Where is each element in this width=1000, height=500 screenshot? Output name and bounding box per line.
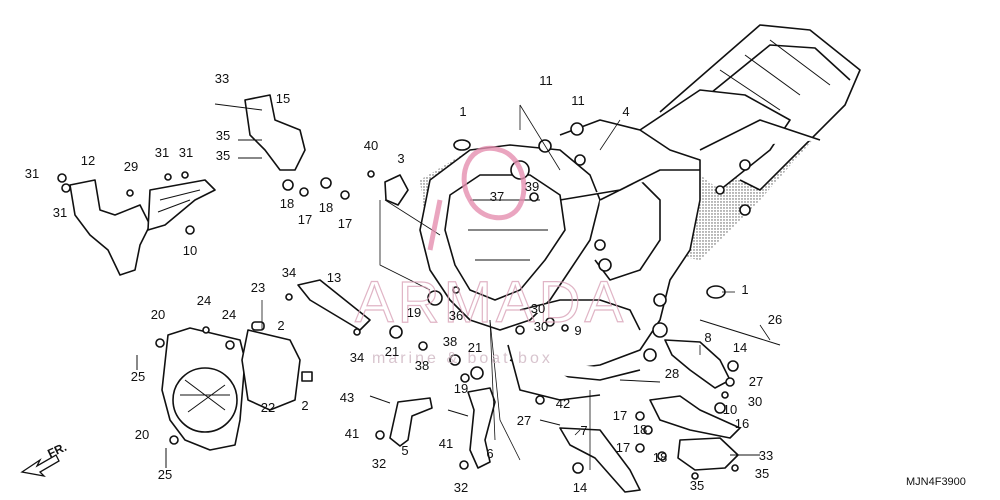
callout-17: 17: [338, 216, 352, 231]
callout-33: 33: [759, 448, 773, 463]
callout-16: 16: [735, 416, 749, 431]
callout-31: 31: [179, 145, 193, 160]
callout-28: 28: [665, 366, 679, 381]
callout-35: 35: [216, 128, 230, 143]
callout-19: 19: [407, 305, 421, 320]
callout-17: 17: [298, 212, 312, 227]
callout-3: 3: [397, 151, 404, 166]
callout-43: 43: [340, 390, 354, 405]
lower-brackets: [515, 122, 781, 493]
callout-13: 13: [327, 270, 341, 285]
callout-30: 30: [534, 319, 548, 334]
callout-1: 1: [741, 282, 748, 297]
callout-14: 14: [573, 480, 587, 495]
callout-2: 2: [301, 398, 308, 413]
callout-2: 2: [277, 318, 284, 333]
callout-27: 27: [517, 413, 531, 428]
leader-lines: [261, 104, 771, 470]
callout-17: 17: [613, 408, 627, 423]
callout-35: 35: [690, 478, 704, 493]
bracket-15: [214, 94, 350, 200]
watermark: ARMADA marine & boat box: [354, 145, 627, 367]
callout-12: 12: [81, 153, 95, 168]
watermark-brand: ARMADA: [355, 270, 627, 335]
callout-24: 24: [222, 307, 236, 322]
callout-31: 31: [53, 205, 67, 220]
front-direction-indicator: FR.: [20, 440, 69, 478]
callout-21: 21: [468, 340, 482, 355]
callout-32: 32: [454, 480, 468, 495]
callout-34: 34: [282, 265, 296, 280]
callout-24: 24: [197, 293, 211, 308]
callout-30: 30: [748, 394, 762, 409]
callout-21: 21: [385, 344, 399, 359]
callout-1: 1: [459, 104, 466, 119]
callout-20: 20: [151, 307, 165, 322]
callout-33: 33: [215, 71, 229, 86]
callout-29: 29: [124, 159, 138, 174]
side-cover-23: [136, 321, 313, 468]
callout-18: 18: [280, 196, 294, 211]
callout-14: 14: [733, 340, 747, 355]
callout-38: 38: [443, 334, 457, 349]
bracket-3: [367, 170, 409, 206]
callout-15: 15: [276, 91, 290, 106]
callout-35: 35: [755, 466, 769, 481]
callout-22: 22: [261, 400, 275, 415]
callout-7: 7: [580, 423, 587, 438]
callout-6: 6: [486, 446, 493, 461]
callout-36: 36: [449, 308, 463, 323]
callout-20: 20: [135, 427, 149, 442]
callout-11: 11: [539, 73, 553, 88]
callout-32: 32: [372, 456, 386, 471]
callout-41: 41: [345, 426, 359, 441]
callout-23: 23: [251, 280, 265, 295]
callout-40: 40: [364, 138, 378, 153]
callout-18: 18: [653, 450, 667, 465]
grommet-1-upper: [453, 139, 471, 151]
callout-25: 25: [131, 369, 145, 384]
callout-35: 35: [216, 148, 230, 163]
callout-4: 4: [622, 104, 629, 119]
callout-8: 8: [704, 330, 711, 345]
callout-34: 34: [350, 350, 364, 365]
callout-18: 18: [633, 422, 647, 437]
direction-label: FR.: [45, 440, 68, 461]
rail-13: [285, 279, 484, 383]
callout-11: 11: [571, 93, 585, 108]
callout-17: 17: [616, 440, 630, 455]
callout-25: 25: [158, 467, 172, 482]
callout-38: 38: [415, 358, 429, 373]
links-5-6: [369, 387, 496, 470]
callout-10: 10: [183, 243, 197, 258]
watermark-tagline: marine & boat box: [372, 350, 553, 367]
callout-18: 18: [319, 200, 333, 215]
diagram-code: MJN4F3900: [906, 476, 966, 488]
callout-39: 39: [525, 179, 539, 194]
front-arrow-icon: [20, 454, 60, 478]
callout-41: 41: [439, 436, 453, 451]
callout-19: 19: [454, 381, 468, 396]
rear-bracket-12: [57, 171, 216, 276]
callout-42: 42: [556, 396, 570, 411]
callout-10: 10: [723, 402, 737, 417]
callout-30: 30: [531, 301, 545, 316]
callout-26: 26: [768, 312, 782, 327]
callout-31: 31: [155, 145, 169, 160]
callout-27: 27: [749, 374, 763, 389]
callout-9: 9: [574, 323, 581, 338]
callout-5: 5: [401, 443, 408, 458]
callout-37: 37: [490, 189, 504, 204]
callout-31: 31: [25, 166, 39, 181]
